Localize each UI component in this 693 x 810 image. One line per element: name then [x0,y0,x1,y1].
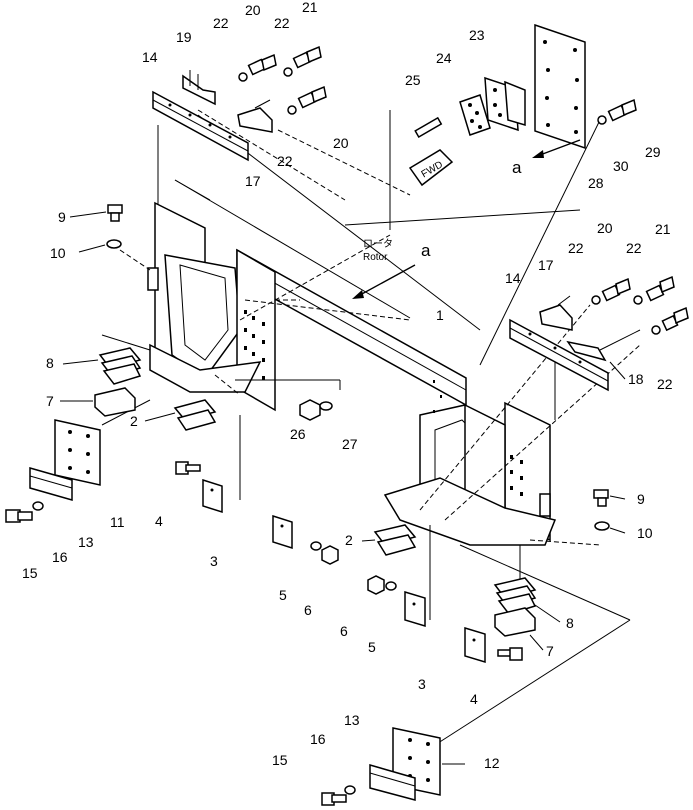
bracket-13-left [29,467,73,501]
label-10a: 10 [50,245,66,261]
bolt-washer-15-16-left [5,501,44,523]
bolt-washer-29-30 [597,98,637,125]
label-2a: 2 [130,413,138,429]
main-frame [147,201,557,546]
label-28: 28 [588,175,604,191]
bracket-23 [484,76,526,132]
label-12: 12 [484,755,500,771]
clamp-18 [566,329,641,362]
label-25: 25 [405,72,421,88]
label-11: 11 [110,514,125,530]
label-16a: 16 [52,549,68,565]
bolt-9-left [107,204,123,222]
label-13b: 13 [344,712,360,728]
bolt-washer-set-top [238,45,327,115]
label-16b: 16 [310,731,326,747]
label-29: 29 [645,144,661,160]
plates-3-left [202,478,293,550]
rotor-jp-label: ロータ [363,238,393,250]
label-22d: 22 [568,240,584,256]
label-22f: 22 [657,376,673,392]
plates-3-right [404,590,486,664]
label-14b: 14 [505,270,521,286]
clamp-17-right [539,295,573,331]
label-9b: 9 [637,491,645,507]
label-5a: 5 [279,587,287,603]
nut-washer-26-27 [299,399,333,421]
label-13a: 13 [78,534,94,550]
label-14a: 14 [142,49,158,65]
label-18: 18 [628,371,644,387]
fwd-arrow-label: FWD [408,149,454,187]
label-6a: 6 [304,602,312,618]
washer-10-right [594,521,610,531]
shim-2-left [173,399,217,431]
reference-arrows [352,139,581,299]
washer-10-left [106,239,122,249]
label-22a: 22 [213,15,229,31]
ref-a-mid: a [421,241,431,260]
label-7a: 7 [46,393,54,409]
plate-28 [534,23,586,150]
bracket-bar-14-top [152,90,249,162]
bolt-washer-set-right [591,275,689,335]
plate-11 [54,419,101,486]
label-22c: 22 [277,153,293,169]
clamp-19 [182,70,216,106]
block-7-left [94,387,136,417]
label-3a: 3 [210,553,218,569]
plate-24 [459,94,491,136]
label-leaders [60,211,626,765]
clamp-17-top [237,99,273,133]
label-19: 19 [176,29,192,45]
label-2b: 2 [345,532,353,548]
label-24: 24 [436,50,452,66]
label-7b: 7 [546,643,554,659]
label-9a: 9 [58,209,66,225]
label-22b: 22 [274,15,290,31]
label-4b: 4 [470,691,478,707]
part-labels: 1 2 2 3 3 4 4 5 5 6 6 7 7 8 8 9 9 10 10 … [22,0,673,771]
bolt-9-right [593,489,609,507]
bolt-4-right [497,647,523,661]
label-20c: 20 [597,220,613,236]
label-10b: 10 [637,525,653,541]
ref-a-top: a [512,158,522,177]
label-8a: 8 [46,355,54,371]
rotor-en-label: Rotor [363,252,388,263]
pin-25 [414,116,443,138]
shim-8-right [493,577,537,615]
label-21b: 21 [655,221,671,237]
shim-8-left [98,347,142,385]
label-8b: 8 [566,615,574,631]
label-6b: 6 [340,623,348,639]
label-27: 27 [342,436,358,452]
bolt-4-left [175,461,201,475]
label-30: 30 [613,158,629,174]
nut-washer-6-5-right [367,575,397,595]
label-20b: 20 [333,135,349,151]
washer-nut-5-6-left [310,541,339,565]
label-4a: 4 [155,513,163,529]
label-20a: 20 [245,2,261,18]
label-22e: 22 [626,240,642,256]
label-15b: 15 [272,752,288,768]
label-15a: 15 [22,565,38,581]
label-26: 26 [290,426,306,442]
label-17b: 17 [538,257,554,273]
bracket-bar-14-right [509,318,609,392]
bracket-13-bottom [369,764,416,801]
label-1: 1 [436,307,444,323]
label-3b: 3 [418,676,426,692]
bolt-washer-15-16-bottom [321,785,356,806]
label-23: 23 [469,27,485,43]
label-17a: 17 [245,173,261,189]
label-21a: 21 [302,0,318,15]
block-7-right [494,607,536,637]
label-5b: 5 [368,639,376,655]
shim-2-right [373,524,417,556]
